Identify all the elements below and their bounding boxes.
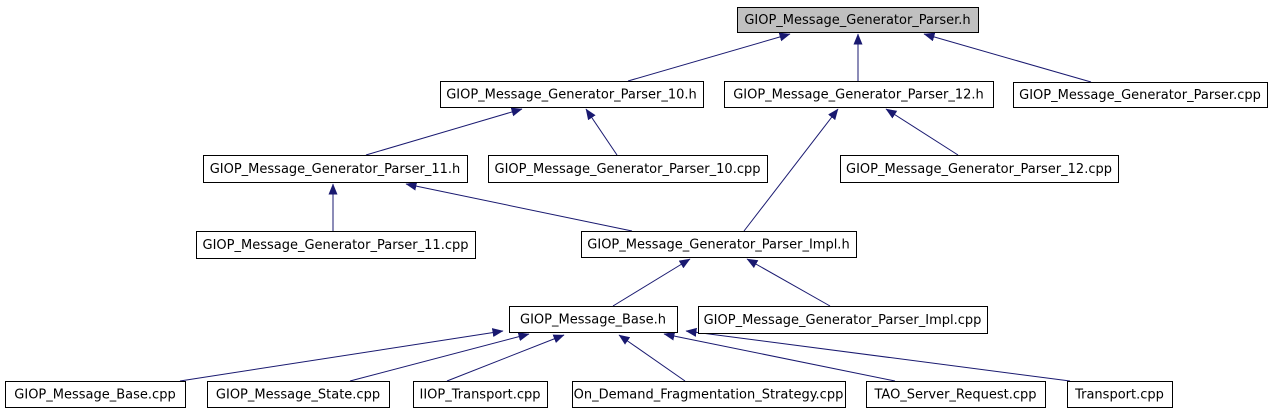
node-label: GIOP_Message_Generator_Parser_Impl.cpp (704, 313, 982, 328)
graph-node-Transport_cpp[interactable]: Transport.cpp (1067, 381, 1173, 408)
include-edge-GIOP_Message_Generator_Parser_Impl_h--GIOP_Message_Generator_Parser_11_h (405, 181, 633, 232)
graph-node-GIOP_Message_Generator_Parser_cpp[interactable]: GIOP_Message_Generator_Parser.cpp (1013, 82, 1268, 108)
graph-node-GIOP_Message_Generator_Parser_Impl_cpp[interactable]: GIOP_Message_Generator_Parser_Impl.cpp (698, 306, 988, 334)
node-label: GIOP_Message_Generator_Parser.h (744, 13, 970, 28)
node-label: GIOP_Message_Base.cpp (14, 388, 175, 403)
graph-node-GIOP_Message_Generator_Parser_11_h[interactable]: GIOP_Message_Generator_Parser_11.h (203, 155, 468, 183)
graph-node-GIOP_Message_Base_h[interactable]: GIOP_Message_Base.h (509, 306, 678, 333)
node-box (1067, 381, 1173, 408)
graph-node-GIOP_Message_Generator_Parser_10_cpp[interactable]: GIOP_Message_Generator_Parser_10.cpp (488, 155, 768, 183)
include-edge-IIOP_Transport_cpp--GIOP_Message_Base_h (446, 334, 565, 382)
graph-node-GIOP_Message_Generator_Parser_11_cpp[interactable]: GIOP_Message_Generator_Parser_11.cpp (196, 231, 476, 259)
graph-node-GIOP_Message_State_cpp[interactable]: GIOP_Message_State.cpp (207, 381, 390, 408)
node-label: On_Demand_Fragmentation_Strategy.cpp (574, 388, 844, 403)
graph-node-TAO_Server_Request_cpp[interactable]: TAO_Server_Request.cpp (866, 381, 1046, 408)
node-label: Transport.cpp (1074, 388, 1164, 403)
graph-node-GIOP_Message_Base_cpp[interactable]: GIOP_Message_Base.cpp (5, 381, 186, 408)
node-label: TAO_Server_Request.cpp (873, 388, 1036, 403)
include-edge-GIOP_Message_Base_cpp--GIOP_Message_Base_h (179, 328, 504, 382)
node-box (840, 155, 1119, 183)
include-edge-On_Demand_Fragmentation_Strategy_cpp--GIOP_Message_Base_h (618, 334, 686, 382)
node-box (1013, 82, 1268, 108)
node-box (440, 81, 704, 108)
graph-node-GIOP_Message_Generator_Parser_12_cpp[interactable]: GIOP_Message_Generator_Parser_12.cpp (840, 155, 1119, 183)
include-edge-GIOP_Message_Generator_Parser_10_cpp--GIOP_Message_Generator_Parser_10_h (585, 108, 618, 156)
node-label: GIOP_Message_Generator_Parser_10.h (446, 88, 697, 103)
include-edge-GIOP_Message_Generator_Parser_10_h--GIOP_Message_Generator_Parser_h (627, 32, 791, 82)
node-box (572, 381, 846, 408)
graph-node-IIOP_Transport_cpp[interactable]: IIOP_Transport.cpp (413, 381, 548, 408)
node-label: GIOP_Message_Generator_Parser_11.h (210, 162, 461, 177)
node-label: GIOP_Message_State.cpp (216, 388, 380, 403)
node-box (581, 231, 857, 258)
node-box (488, 155, 768, 183)
node-box (509, 306, 678, 333)
node-box (698, 306, 988, 334)
include-edge-GIOP_Message_Base_h--GIOP_Message_Generator_Parser_Impl_h (612, 258, 691, 307)
include-edge-GIOP_Message_State_cpp--GIOP_Message_Base_h (349, 332, 530, 382)
node-box (724, 81, 994, 108)
node-label: GIOP_Message_Generator_Parser_11.cpp (203, 238, 469, 253)
graph-node-GIOP_Message_Generator_Parser_12_h[interactable]: GIOP_Message_Generator_Parser_12.h (724, 81, 994, 108)
node-box (207, 381, 390, 408)
node-box (196, 231, 476, 259)
include-edge-GIOP_Message_Generator_Parser_Impl_cpp--GIOP_Message_Generator_Parser_Impl_h (746, 258, 831, 307)
node-label: GIOP_Message_Generator_Parser_Impl.h (587, 238, 849, 253)
node-box (203, 155, 468, 183)
node-label: GIOP_Message_Generator_Parser.cpp (1019, 88, 1261, 103)
graph-node-GIOP_Message_Generator_Parser_10_h[interactable]: GIOP_Message_Generator_Parser_10.h (440, 81, 704, 108)
node-label: GIOP_Message_Generator_Parser_10.cpp (495, 162, 761, 177)
node-box (413, 381, 548, 408)
graph-node-GIOP_Message_Generator_Parser_Impl_h[interactable]: GIOP_Message_Generator_Parser_Impl.h (581, 231, 857, 258)
graph-node-GIOP_Message_Generator_Parser_h[interactable]: GIOP_Message_Generator_Parser.h (737, 7, 979, 33)
include-edge-GIOP_Message_Generator_Parser_cpp--GIOP_Message_Generator_Parser_h (923, 32, 1092, 83)
graph-node-On_Demand_Fragmentation_Strategy_cpp[interactable]: On_Demand_Fragmentation_Strategy.cpp (572, 381, 846, 408)
include-edge-TAO_Server_Request_cpp--GIOP_Message_Base_h (663, 331, 896, 382)
node-label: GIOP_Message_Base.h (520, 313, 666, 328)
include-edge-GIOP_Message_Generator_Parser_Impl_h--GIOP_Message_Generator_Parser_12_h (743, 108, 839, 232)
node-box (866, 381, 1046, 408)
include-edge-Transport_cpp--GIOP_Message_Base_h (685, 327, 1071, 382)
include-edge-GIOP_Message_Generator_Parser_11_h--GIOP_Message_Generator_Parser_10_h (365, 107, 523, 156)
node-box (5, 381, 186, 408)
node-box-highlighted (737, 7, 979, 33)
node-label: IIOP_Transport.cpp (419, 388, 540, 403)
include-edge-GIOP_Message_Generator_Parser_12_cpp--GIOP_Message_Generator_Parser_12_h (885, 108, 959, 156)
node-label: GIOP_Message_Generator_Parser_12.h (733, 88, 984, 103)
node-label: GIOP_Message_Generator_Parser_12.cpp (846, 162, 1112, 177)
